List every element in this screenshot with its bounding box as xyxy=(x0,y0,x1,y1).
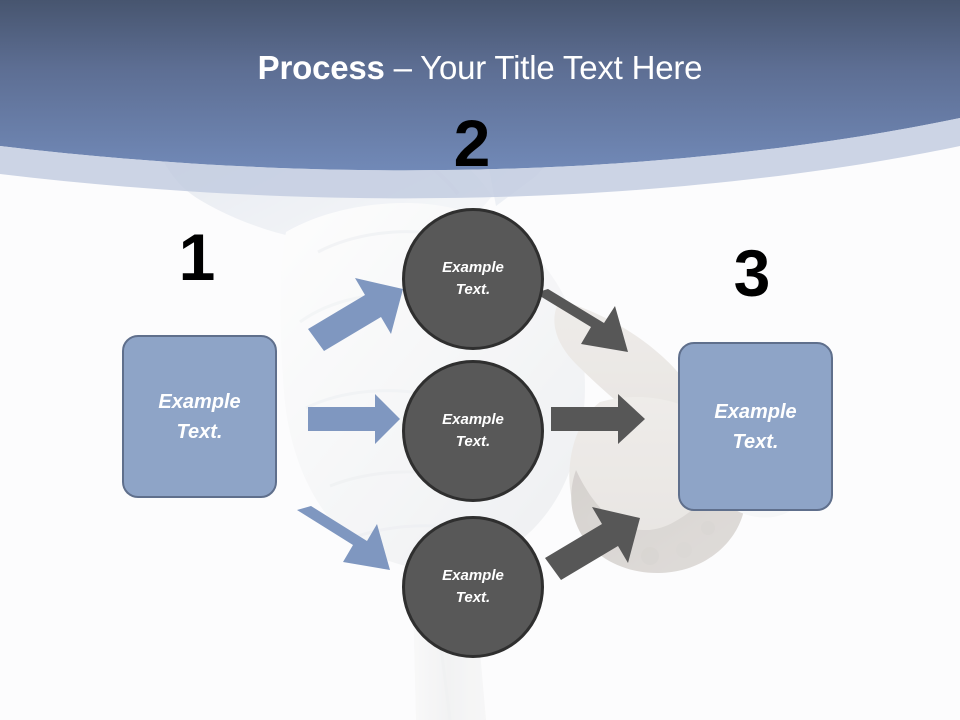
input-box-left[interactable]: Example Text. xyxy=(122,335,277,498)
process-circle-top-line1: Example xyxy=(442,259,504,276)
output-box-right-line2: Text. xyxy=(732,430,779,453)
step-number-2: 2 xyxy=(453,106,491,180)
process-circle-middle-line1: Example xyxy=(442,411,504,428)
process-circle-bottom-line1: Example xyxy=(442,567,504,584)
output-box-right-line1: Example xyxy=(714,400,797,423)
input-box-left-line2: Text. xyxy=(176,420,223,443)
step-number-1: 1 xyxy=(178,220,216,294)
title-regular-part: – Your Title Text Here xyxy=(384,49,703,86)
output-box-right[interactable]: Example Text. xyxy=(678,342,833,511)
process-circle-bottom[interactable]: Example Text. xyxy=(402,516,544,658)
process-circle-top-line2: Text. xyxy=(455,281,491,298)
process-circle-middle[interactable]: Example Text. xyxy=(402,360,544,502)
process-circle-top[interactable]: Example Text. xyxy=(402,208,544,350)
input-box-left-line1: Example xyxy=(158,390,241,413)
process-circle-bottom-line2: Text. xyxy=(455,589,491,606)
process-circle-middle-line2: Text. xyxy=(455,433,491,450)
title-bold-part: Process xyxy=(257,49,385,86)
step-number-3: 3 xyxy=(733,236,771,310)
page-title: Process – Your Title Text Here xyxy=(0,48,960,88)
